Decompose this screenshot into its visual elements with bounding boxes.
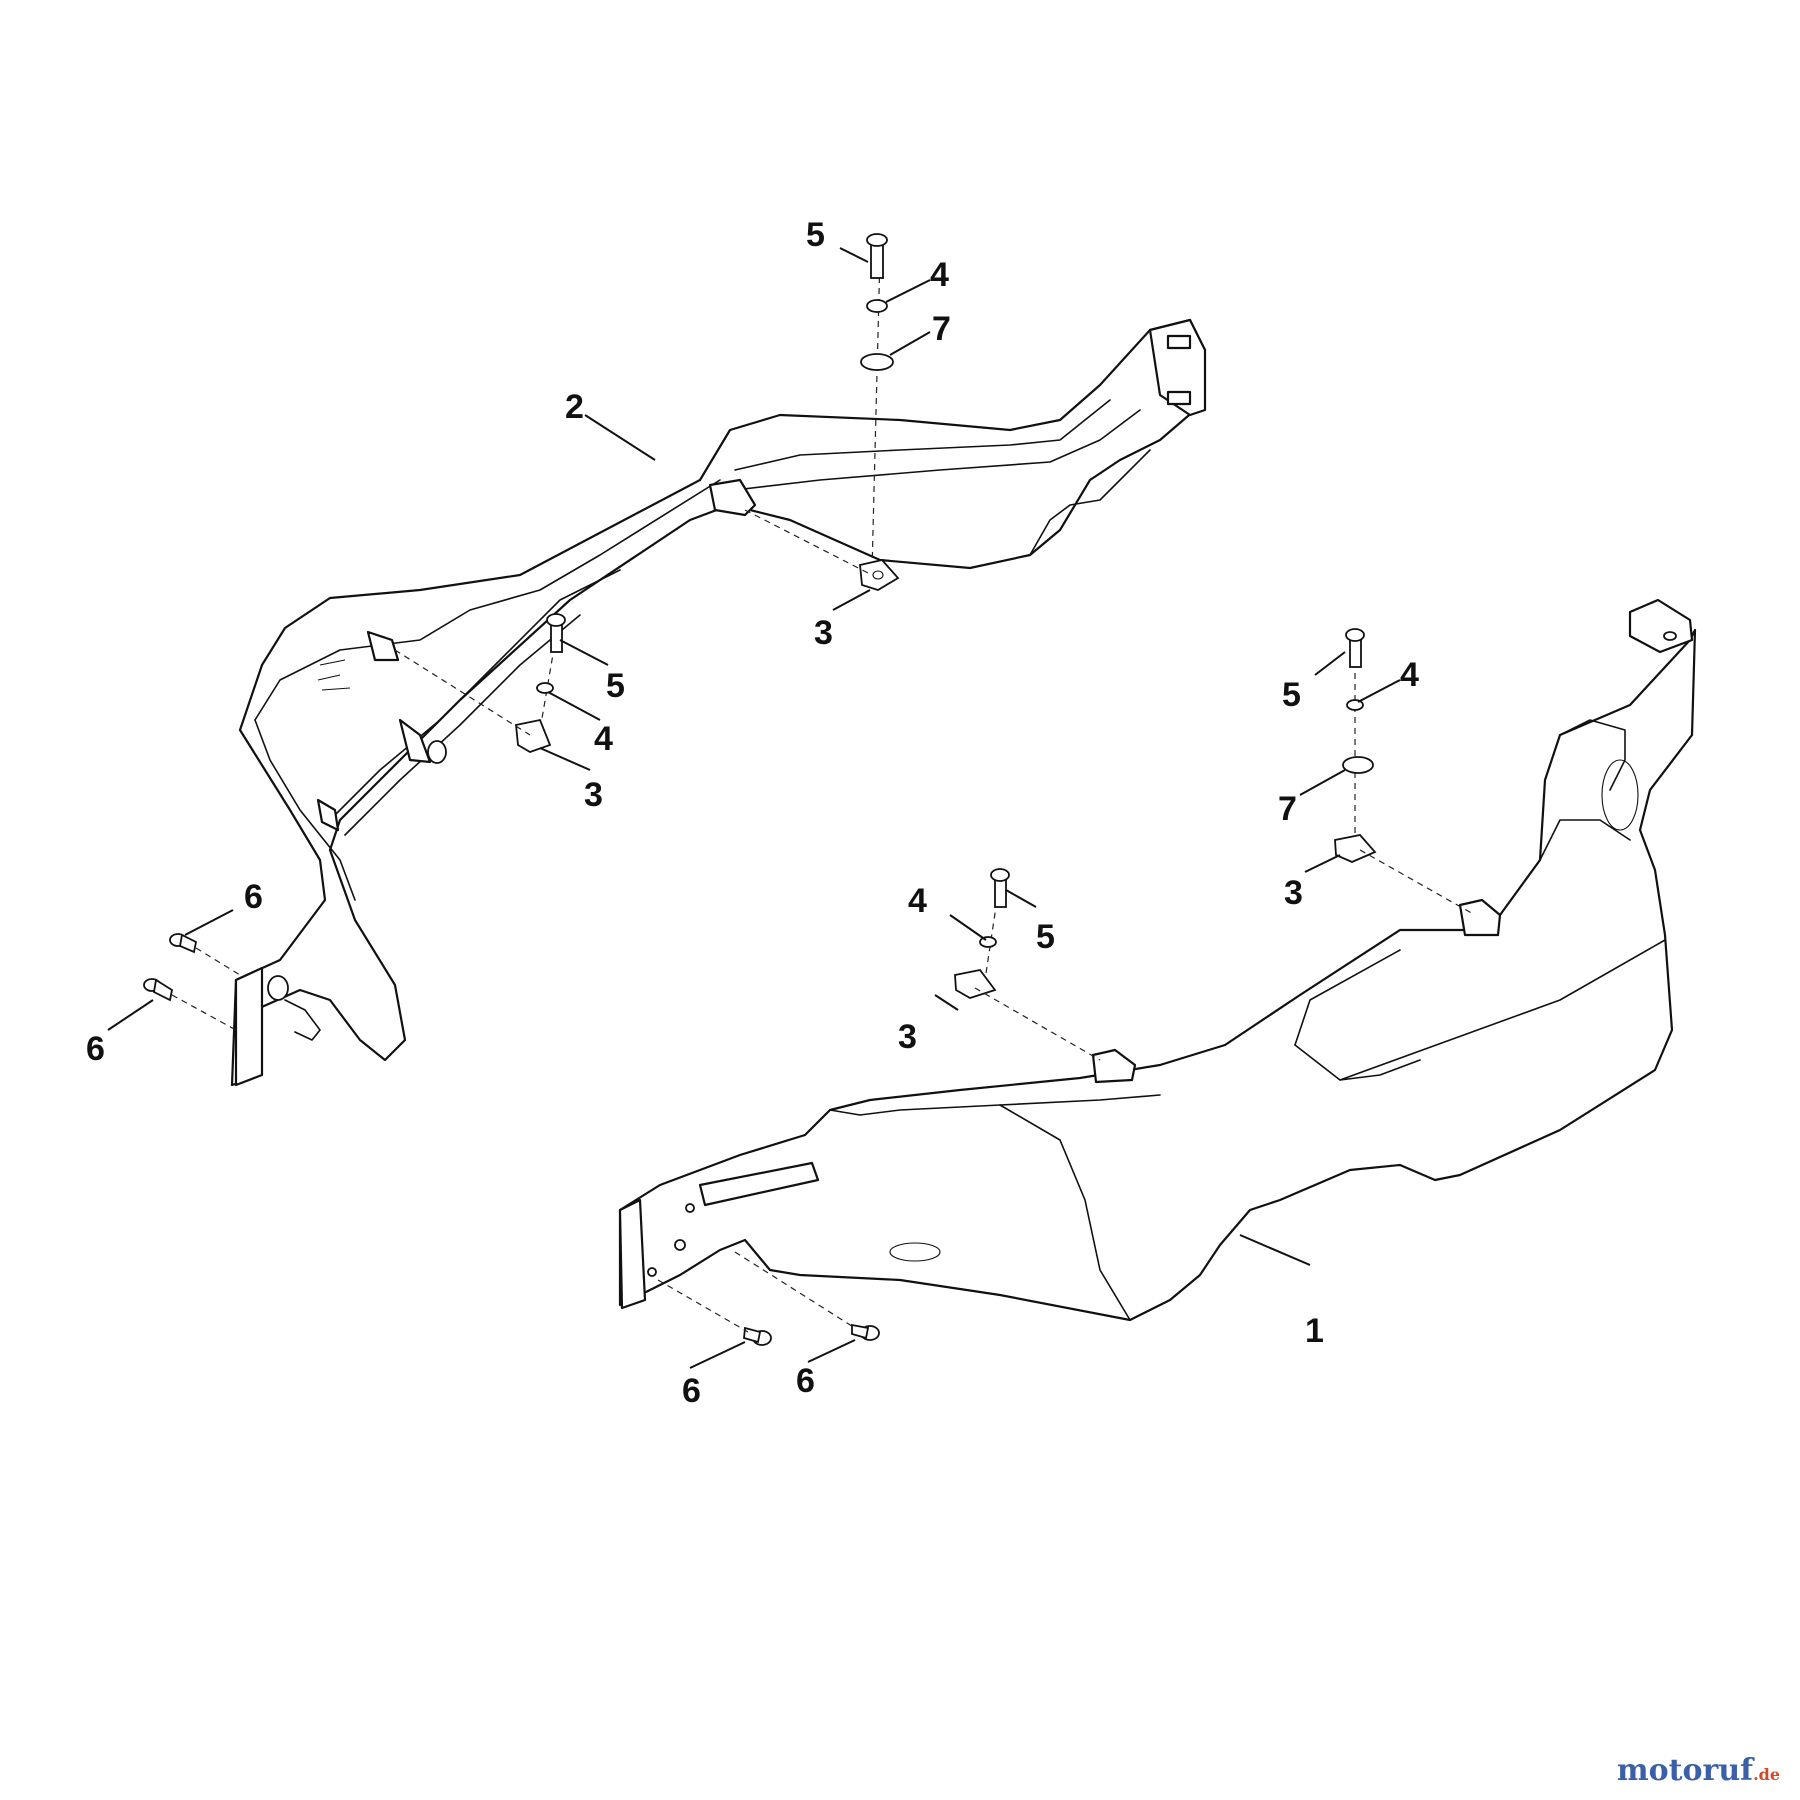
callout-3-left-center: 3 <box>584 776 603 814</box>
callout-labels: 1 2 3 3 3 3 4 4 4 4 5 5 5 5 6 6 6 6 7 7 <box>86 216 1419 1410</box>
callout-7-right: 7 <box>1278 790 1297 828</box>
callout-3-lower-center: 3 <box>898 1018 917 1056</box>
callout-1: 1 <box>1305 1312 1324 1350</box>
callout-4-left-center: 4 <box>594 720 613 758</box>
callout-6-left-upper: 6 <box>244 878 263 916</box>
callout-4-lower-center: 4 <box>908 882 927 920</box>
callout-6-lower-left: 6 <box>682 1372 701 1410</box>
callout-5-lower-center: 5 <box>1036 918 1055 956</box>
hardware-stack-left-center <box>394 613 566 753</box>
screws-left <box>143 933 241 1031</box>
callout-3-top-center: 3 <box>814 614 833 652</box>
hardware-stack-right <box>1334 628 1476 916</box>
callout-6-lower-right: 6 <box>796 1362 815 1400</box>
hardware-stack-top-center <box>744 233 900 591</box>
part-2-upper-bumper <box>230 318 1207 1087</box>
callout-4-right: 4 <box>1400 656 1419 694</box>
hardware-stack-lower-center <box>954 868 1101 1061</box>
watermark-tld: .de <box>1753 1765 1780 1784</box>
callout-5-top-center: 5 <box>806 216 825 254</box>
part-1-lower-bumper <box>618 598 1697 1322</box>
leader-lines <box>107 247 1401 1369</box>
callout-5-right: 5 <box>1282 676 1301 714</box>
callout-2: 2 <box>565 388 584 426</box>
watermark-logo: motoruf.de <box>1617 1753 1780 1788</box>
callout-6-left-lower: 6 <box>86 1030 105 1068</box>
screws-lower <box>657 1251 880 1346</box>
watermark-main: motoruf <box>1616 1753 1754 1788</box>
callout-7-top-center: 7 <box>932 310 951 348</box>
callout-5-left-center: 5 <box>606 667 625 705</box>
callout-4-top-center: 4 <box>930 256 949 294</box>
callout-3-right: 3 <box>1284 874 1303 912</box>
